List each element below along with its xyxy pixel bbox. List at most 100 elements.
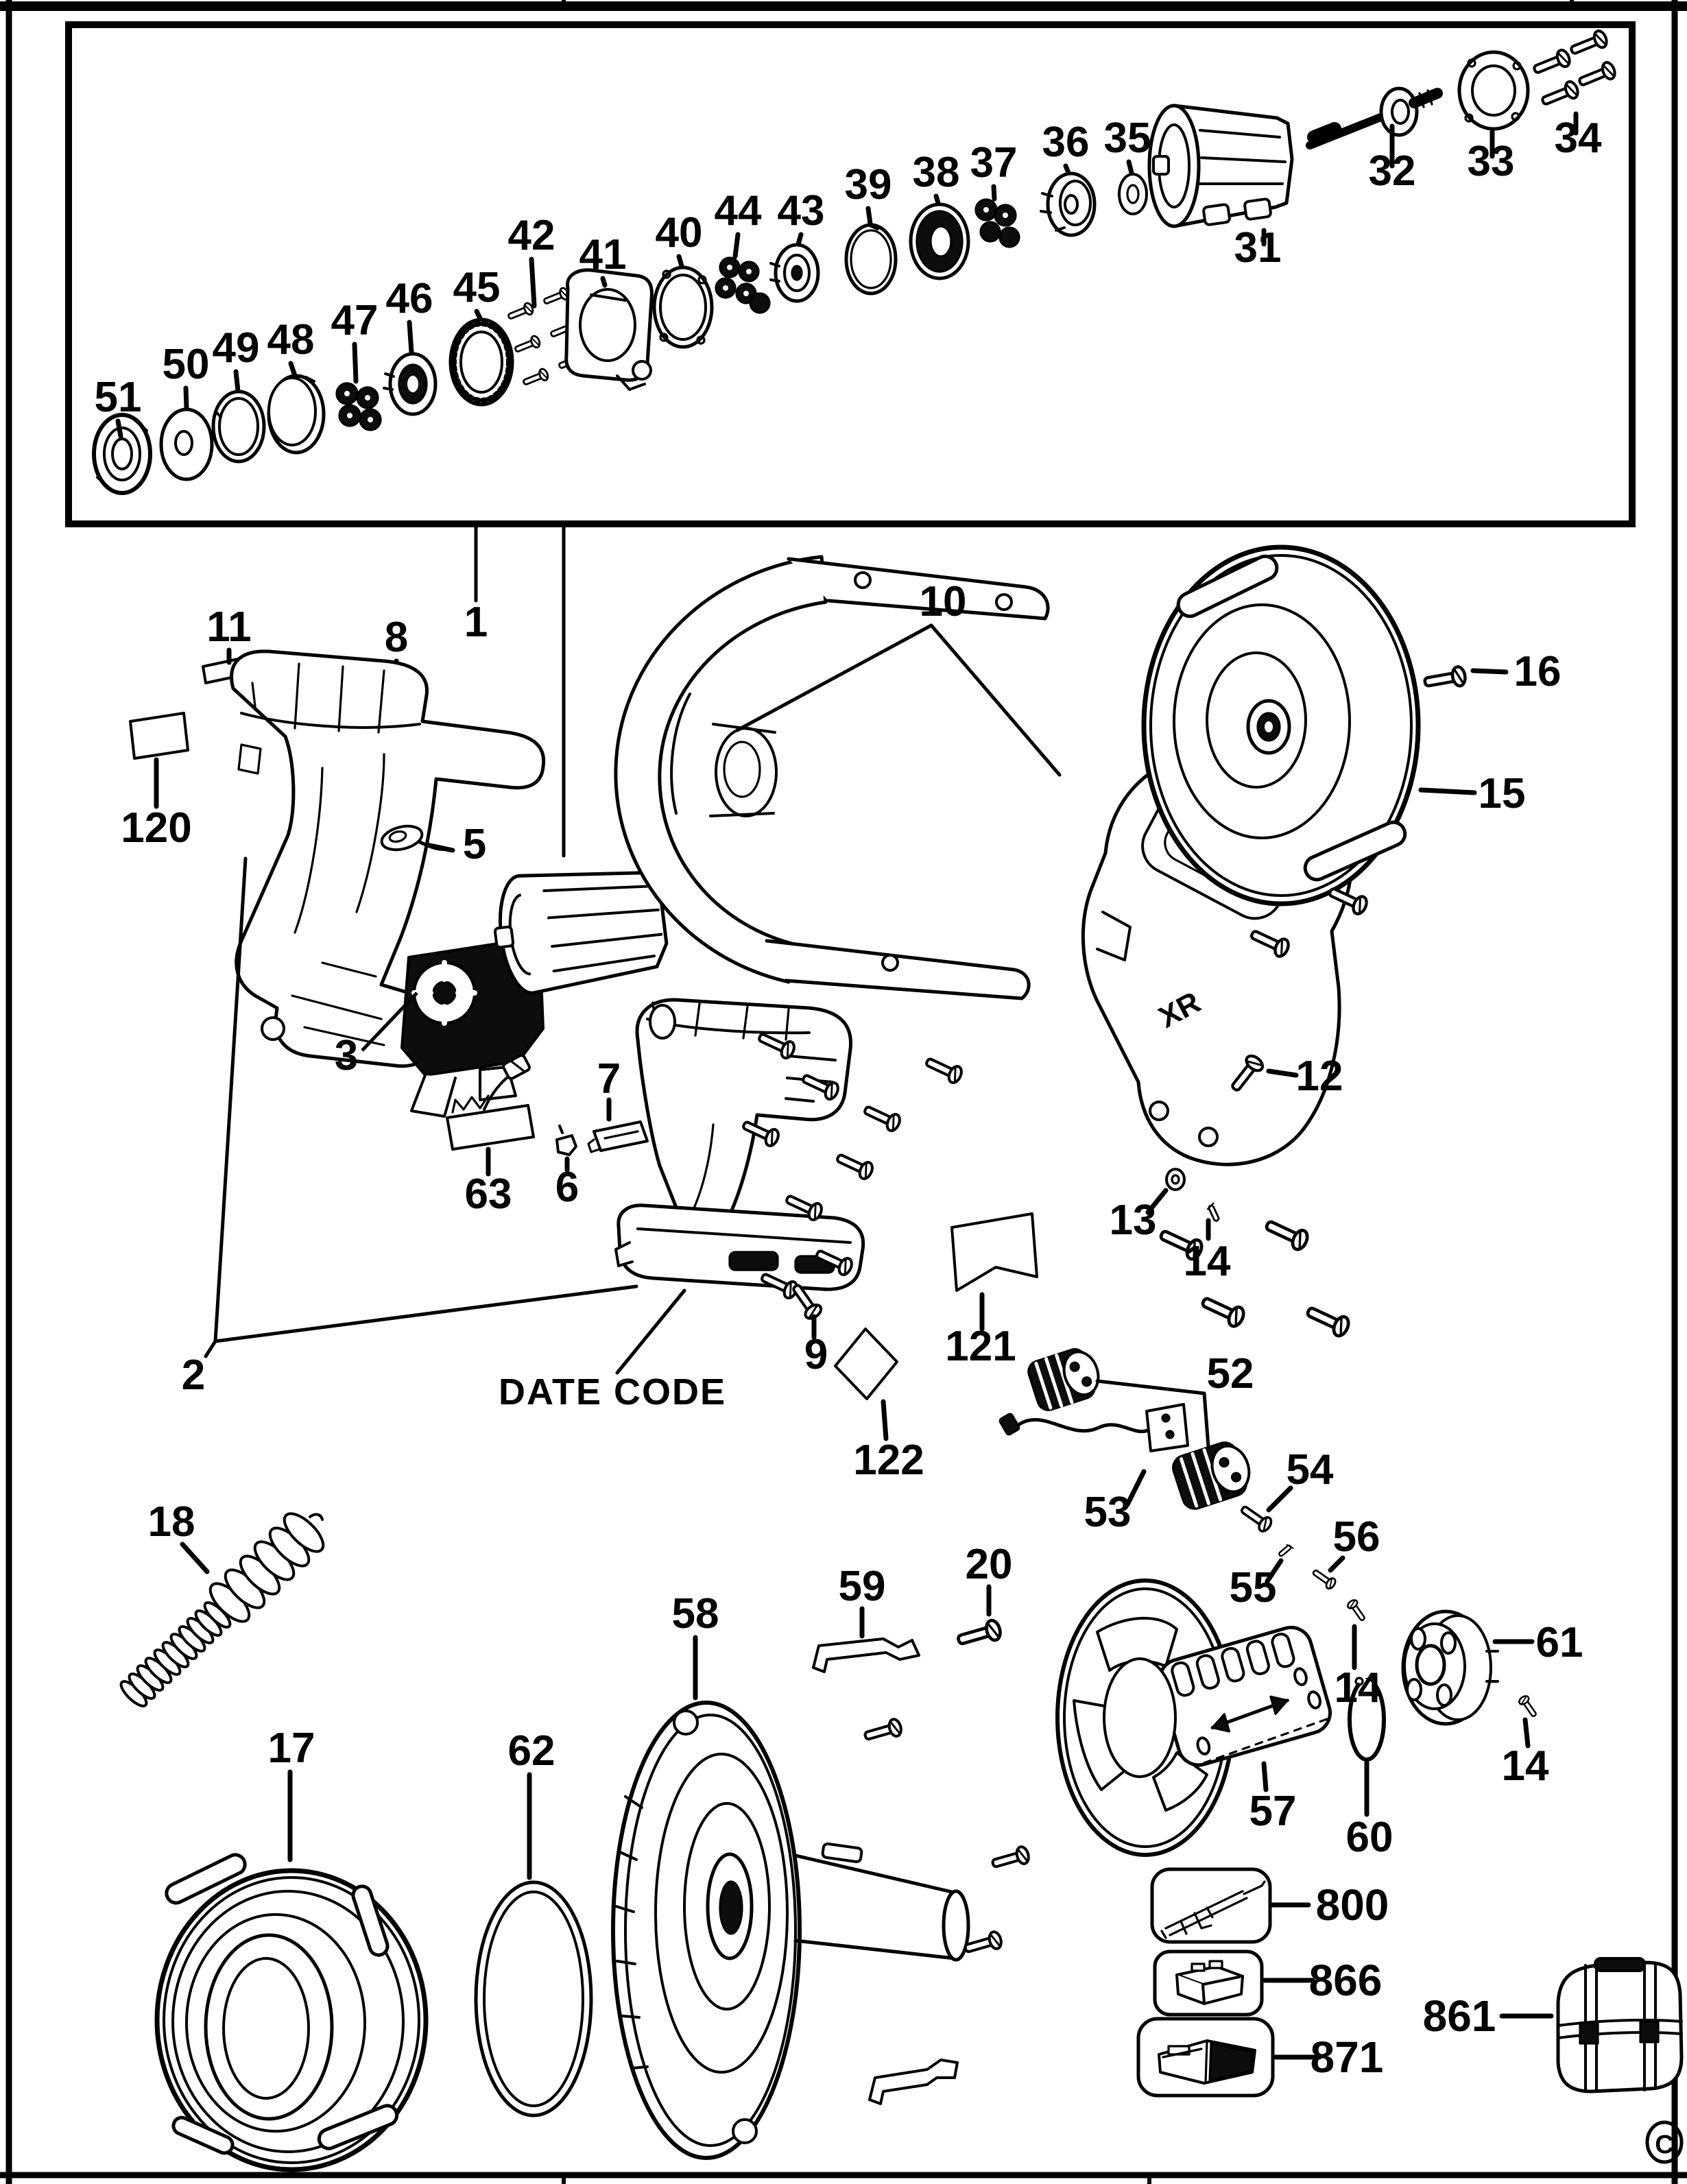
part-48-band xyxy=(267,374,326,455)
part-label-31: 31 xyxy=(1234,224,1282,272)
part-label-38: 38 xyxy=(913,149,960,196)
part-10-left-housing xyxy=(614,555,1050,1000)
part-40-gasket xyxy=(652,265,714,349)
part-59-bracket xyxy=(812,1637,920,1673)
part-label-3: 3 xyxy=(335,1032,358,1079)
part-label-866: 866 xyxy=(1309,1956,1383,2005)
part-3-motor-assembly xyxy=(400,939,553,1118)
part-label-12: 12 xyxy=(1296,1053,1343,1100)
part-38-bearing xyxy=(909,202,970,280)
part-label-5: 5 xyxy=(463,821,486,868)
part-label-48: 48 xyxy=(267,316,315,363)
part-label-121: 121 xyxy=(945,1323,1016,1370)
part-37-gears xyxy=(974,198,1020,248)
part-36-hub xyxy=(1040,171,1097,237)
part-63-switch-wiring xyxy=(446,1054,535,1151)
part-17-tire xyxy=(154,1853,429,2172)
part-label-37: 37 xyxy=(970,139,1018,187)
part-57-disc-slider xyxy=(1055,1579,1332,1857)
part-label-59: 59 xyxy=(839,1563,886,1610)
part-label-15: 15 xyxy=(1479,770,1526,817)
gearbox-inset-box xyxy=(65,21,1636,527)
part-121-sticker xyxy=(950,1212,1038,1292)
part-label-2: 2 xyxy=(182,1352,205,1399)
part-label-7: 7 xyxy=(597,1055,621,1103)
part-label-18: 18 xyxy=(148,1498,195,1546)
part-label-1: 1 xyxy=(464,599,488,646)
part-label-35: 35 xyxy=(1104,115,1151,162)
part-label-39: 39 xyxy=(845,161,892,208)
part-label-11: 11 xyxy=(206,603,252,651)
part-label-10: 10 xyxy=(920,578,967,625)
part-6-clip xyxy=(555,1125,577,1156)
date-code-leader xyxy=(615,1288,686,1375)
part-label-40: 40 xyxy=(656,209,703,256)
part-46-carrier xyxy=(383,352,438,416)
part-label-9: 9 xyxy=(804,1331,828,1378)
part-122-sticker xyxy=(834,1328,898,1400)
part-52-knobs xyxy=(1027,1348,1251,1510)
part-label-14b: 14 xyxy=(1335,1664,1382,1712)
part-label-63: 63 xyxy=(465,1171,512,1218)
leader-2 xyxy=(204,856,638,1358)
part-label-60: 60 xyxy=(1346,1814,1393,1861)
part-label-57: 57 xyxy=(1249,1788,1297,1835)
part-44-planet-gears xyxy=(715,256,771,314)
copyright-mark: C xyxy=(1645,2120,1684,2164)
part-label-51: 51 xyxy=(95,374,142,421)
part-label-17: 17 xyxy=(268,1725,315,1772)
callout-866-box xyxy=(1153,1949,1264,2017)
part-35-washer xyxy=(1118,173,1148,215)
part-label-34: 34 xyxy=(1555,115,1602,162)
part-label-41: 41 xyxy=(579,231,627,278)
part-7-button xyxy=(587,1120,649,1153)
part-31-motor xyxy=(1147,104,1294,228)
part-label-50: 50 xyxy=(163,341,210,388)
part-label-36: 36 xyxy=(1042,119,1090,166)
part-34-screws xyxy=(1531,29,1617,109)
part-label-45: 45 xyxy=(453,264,501,311)
part-1-motor xyxy=(493,871,669,995)
part-label-8: 8 xyxy=(385,614,408,661)
part-label-53: 53 xyxy=(1084,1489,1132,1536)
part-label-871: 871 xyxy=(1311,2032,1384,2082)
part-51-retainer xyxy=(92,413,152,495)
part-label-800: 800 xyxy=(1316,1880,1389,1930)
part-120-warning-sticker xyxy=(129,712,189,760)
part-label-47: 47 xyxy=(331,297,379,344)
part-15-drum xyxy=(1141,544,1421,907)
part-59b-bracket xyxy=(868,2059,959,2105)
part-label-120: 120 xyxy=(121,804,191,852)
part-861-kitbox xyxy=(1556,1957,1684,2093)
part-label-122: 122 xyxy=(853,1437,924,1484)
bottom-section: C xyxy=(119,1512,1684,2172)
part-label-42: 42 xyxy=(508,212,555,259)
date-code-label: DATE CODE xyxy=(499,1371,726,1413)
part-label-46: 46 xyxy=(386,275,433,322)
part-label-58: 58 xyxy=(672,1590,719,1637)
part-18-spring xyxy=(119,1512,325,1707)
svg-text:C: C xyxy=(1655,2131,1673,2159)
part-label-13: 13 xyxy=(1110,1197,1157,1244)
part-label-43: 43 xyxy=(778,187,825,235)
part-39-ring xyxy=(844,223,898,296)
part-33-retainer xyxy=(1457,50,1530,131)
part-label-56: 56 xyxy=(1333,1513,1380,1561)
part-label-14c: 14 xyxy=(1502,1742,1549,1790)
part-label-44: 44 xyxy=(715,187,762,235)
callout-800-box xyxy=(1150,1867,1272,1944)
part-label-61: 61 xyxy=(1536,1619,1583,1666)
part-label-62: 62 xyxy=(508,1727,555,1775)
part-58-cover xyxy=(611,1701,970,2160)
part-43-carrier xyxy=(769,243,820,303)
part-label-6: 6 xyxy=(555,1164,579,1211)
part-label-33: 33 xyxy=(1468,138,1515,185)
part-label-49: 49 xyxy=(213,324,260,372)
part-60-snap-ring xyxy=(1348,1677,1386,1762)
part-label-32: 32 xyxy=(1369,147,1416,195)
part-53-wiring xyxy=(998,1403,1189,1507)
part-50-washer xyxy=(159,407,214,481)
gearbox-parts xyxy=(92,29,1617,495)
